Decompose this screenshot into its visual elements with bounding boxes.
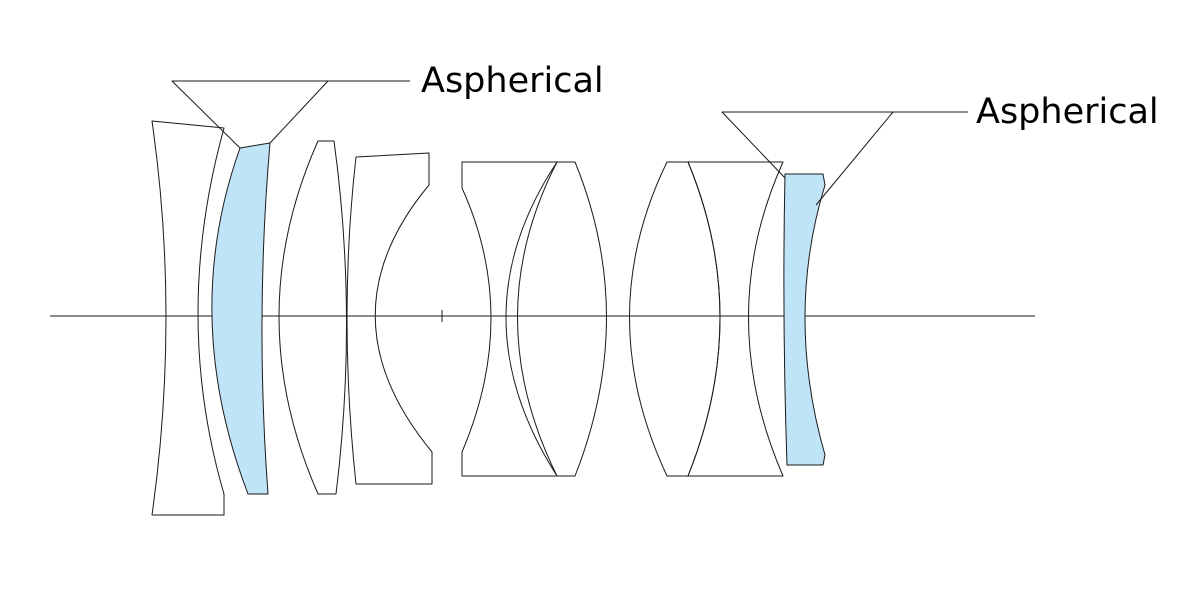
lens-element-6	[517, 161, 607, 477]
callout-line-right-2	[815, 111, 894, 206]
lens-element-5	[461, 161, 558, 477]
lens-element-7	[629, 161, 721, 477]
lens-element-4	[346, 152, 433, 485]
lens-element-8	[687, 161, 784, 477]
callout-line-right	[721, 111, 968, 179]
lens-element-1	[151, 120, 225, 516]
aspherical-element-2	[783, 173, 826, 466]
lens-element-3	[278, 140, 348, 495]
callout-line-left	[171, 80, 410, 149]
aspherical-label-right: Aspherical	[976, 92, 1159, 132]
callout-line-left-2	[269, 80, 329, 144]
aspherical-label-left: Aspherical	[421, 61, 604, 101]
aspherical-element-1	[211, 142, 271, 495]
